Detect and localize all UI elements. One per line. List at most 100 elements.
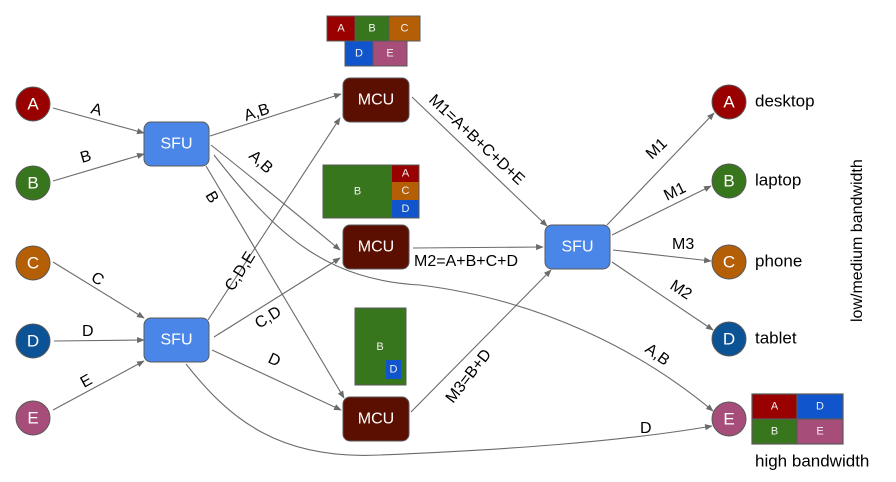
edge-label-sfu1-mcu2: A,B bbox=[245, 147, 276, 177]
receiver-A-device: desktop bbox=[755, 92, 815, 111]
edge-B-sfu1 bbox=[52, 153, 145, 182]
receiver-C[interactable]: C phone bbox=[711, 244, 802, 280]
mcu-nodes: MCU MCU MCU bbox=[342, 77, 410, 442]
edge-label-C-sfu2: C bbox=[88, 269, 107, 290]
layout-tile-B-label: B bbox=[771, 426, 778, 438]
receiver-E-layout: A D B E bbox=[751, 393, 844, 445]
sfu-nodes: SFU SFU SFU bbox=[143, 121, 611, 363]
sfu-3-box bbox=[544, 224, 611, 270]
sender-D-circle bbox=[15, 323, 51, 359]
edge-A-sfu1 bbox=[52, 107, 145, 135]
mcu-3[interactable]: MCU bbox=[342, 396, 410, 442]
edge-sfu1-mcu1 bbox=[209, 93, 342, 137]
sender-C-circle bbox=[15, 245, 51, 281]
edge-label-sfu2-mcu1: C,D,E bbox=[222, 249, 259, 294]
sfu-3-label: SFU bbox=[562, 239, 594, 256]
edge-sfu1-mcu2 bbox=[210, 144, 341, 251]
sfu-1[interactable]: SFU bbox=[143, 121, 210, 167]
layout-tile-D bbox=[392, 200, 419, 218]
receiver-A-label: A bbox=[723, 93, 735, 112]
layout-tile-A-label: A bbox=[402, 168, 410, 180]
sfu-1-box bbox=[143, 121, 210, 167]
sender-D[interactable]: D bbox=[15, 323, 51, 359]
edge-sfu2-mcu1 bbox=[207, 117, 341, 321]
edges bbox=[52, 93, 715, 456]
layout-tile-A-label: A bbox=[771, 401, 779, 413]
edge-sfu1-mcu3 bbox=[205, 165, 345, 399]
sender-C[interactable]: C bbox=[15, 245, 51, 281]
sender-A[interactable]: A bbox=[15, 86, 51, 122]
edge-label-mcu1-sfu3: M1=A+B+C+D+E bbox=[425, 91, 527, 188]
layout-tile-A bbox=[392, 165, 419, 182]
sender-E[interactable]: E bbox=[15, 400, 51, 436]
layout-tile-A bbox=[752, 394, 797, 419]
mcu-2-layout: B A C D bbox=[322, 164, 420, 219]
edge-mcu3-sfu3 bbox=[410, 269, 552, 413]
layout-tile-C-label: C bbox=[401, 23, 409, 35]
mcu-2-label: MCU bbox=[358, 239, 394, 256]
sfu-3[interactable]: SFU bbox=[544, 224, 611, 270]
edge-mcu1-sfu3 bbox=[411, 96, 548, 227]
receiver-B-device: laptop bbox=[755, 171, 801, 190]
edge-label-mcu2-sfu3: M2=A+B+C+D bbox=[414, 253, 518, 270]
layout-tile-D bbox=[386, 360, 401, 379]
layout-tile-B-label: B bbox=[376, 341, 383, 353]
edge-label-B-sfu1: B bbox=[78, 148, 93, 167]
mcu-3-box bbox=[342, 396, 410, 442]
edge-label-D-sfu2: D bbox=[82, 323, 94, 340]
mcu-1-box bbox=[342, 77, 410, 123]
layout-tile-B bbox=[354, 15, 390, 42]
edge-label-sfu3-receiverA: M1 bbox=[643, 135, 671, 163]
receiver-B[interactable]: B laptop bbox=[711, 163, 801, 199]
layout-tile-D-label: D bbox=[816, 401, 824, 413]
sfu-2-box bbox=[143, 317, 210, 363]
edge-D-sfu2 bbox=[53, 336, 145, 344]
layout-tile-D bbox=[797, 394, 843, 419]
mcu-2-box bbox=[342, 224, 410, 270]
edge-label-sfu3-receiverB: M1 bbox=[661, 180, 689, 205]
layout-tile-D-label: D bbox=[390, 364, 398, 376]
receiver-A[interactable]: A desktop bbox=[711, 84, 815, 120]
low-medium-bandwidth-label: low/medium bandwidth bbox=[849, 159, 866, 322]
sender-D-label: D bbox=[27, 332, 39, 351]
sfu-2[interactable]: SFU bbox=[143, 317, 210, 363]
layout-tile-C-label: C bbox=[402, 185, 410, 197]
sender-C-label: C bbox=[27, 254, 39, 273]
sender-A-label: A bbox=[27, 95, 39, 114]
edge-C-sfu2 bbox=[52, 261, 145, 319]
layout-tile-A bbox=[326, 15, 356, 42]
layout-tile-E-label: E bbox=[386, 48, 393, 60]
layout-tile-E bbox=[797, 419, 843, 444]
layout-tile-B bbox=[752, 419, 797, 444]
edge-label-A-sfu1: A bbox=[89, 100, 104, 119]
edge-label-sfu2-mcu3: D bbox=[265, 350, 283, 370]
edge-sfu2-mcu2 bbox=[213, 257, 341, 338]
receiver-C-device: phone bbox=[755, 252, 802, 271]
mcu-2[interactable]: MCU bbox=[342, 224, 410, 270]
mcu-1[interactable]: MCU bbox=[342, 77, 410, 123]
sender-B-label: B bbox=[27, 174, 38, 193]
senders: A B C D E bbox=[15, 86, 51, 436]
edge-label-sfu1-receiverE: A,B bbox=[642, 340, 673, 369]
receivers: A desktop B laptop C phone D tablet E bbox=[711, 84, 815, 437]
edge-sfu3-receiverB bbox=[611, 185, 712, 236]
edge-sfu2-receiverE bbox=[185, 363, 713, 456]
edge-label-sfu1-mcu1: A,B bbox=[242, 101, 272, 125]
layout-tile-E-label: E bbox=[816, 426, 823, 438]
receiver-C-circle bbox=[711, 244, 747, 280]
edge-sfu3-receiverD bbox=[611, 261, 714, 331]
receiver-B-circle bbox=[711, 163, 747, 199]
receiver-E-label: E bbox=[723, 410, 734, 429]
edge-label-sfu1-mcu3: B bbox=[202, 189, 222, 207]
layout-tile-D-label: D bbox=[402, 203, 410, 215]
sender-E-label: E bbox=[27, 409, 38, 428]
edge-sfu3-receiverC bbox=[612, 249, 712, 264]
mcu-2-layout-frame bbox=[322, 164, 420, 219]
sender-B[interactable]: B bbox=[15, 165, 51, 201]
edge-sfu1-receiverE bbox=[213, 154, 714, 412]
receiver-D[interactable]: D tablet bbox=[711, 321, 797, 357]
sender-B-circle bbox=[15, 165, 51, 201]
sender-A-circle bbox=[15, 86, 51, 122]
receiver-E[interactable]: E bbox=[711, 401, 747, 437]
layout-tile-A-label: A bbox=[337, 23, 345, 35]
